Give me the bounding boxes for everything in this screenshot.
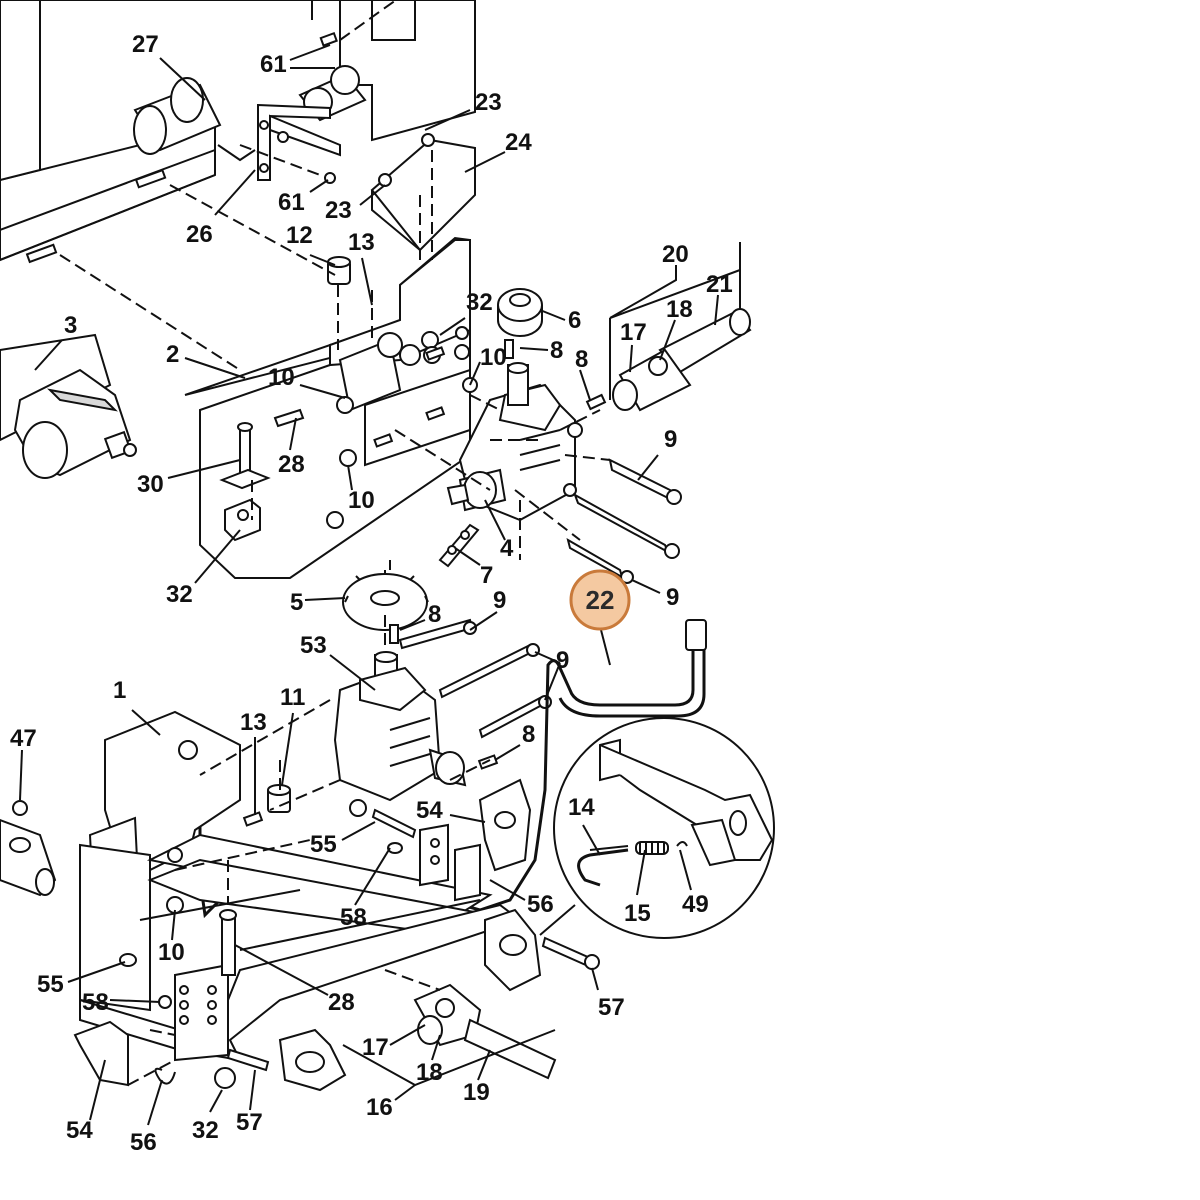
label-4: 4 <box>500 535 514 562</box>
label-54-lower: 54 <box>66 1117 93 1144</box>
gearbox-53 <box>333 618 552 802</box>
label-10-a: 10 <box>268 364 295 391</box>
sprocket-6 <box>497 288 543 359</box>
label-6: 6 <box>568 307 581 334</box>
leader-lines <box>19 44 719 1126</box>
label-47: 47 <box>10 725 37 752</box>
label-18-lower: 18 <box>416 1059 443 1086</box>
label-21: 21 <box>706 271 733 298</box>
label-11: 11 <box>280 684 305 711</box>
label-10-b: 10 <box>480 344 507 371</box>
label-19: 19 <box>463 1079 490 1106</box>
chain-7 <box>438 523 480 568</box>
label-56-lower: 56 <box>130 1129 157 1156</box>
label-8-c: 8 <box>428 601 441 628</box>
pin-55 <box>349 799 417 839</box>
bolt-57 <box>541 936 600 970</box>
label-8-b: 8 <box>575 346 588 373</box>
label-53: 53 <box>300 632 327 659</box>
highlight-callout-22[interactable]: 22 <box>569 569 631 631</box>
mount-bracket-2 <box>184 236 471 579</box>
driveline-20 <box>585 242 752 412</box>
u-joint-top <box>257 31 367 184</box>
callout-labels: 27 61 61 23 23 24 26 12 13 20 21 18 17 3… <box>10 31 733 1156</box>
label-23-lower: 23 <box>325 197 352 224</box>
label-17-lower: 17 <box>362 1034 389 1061</box>
label-9-b: 9 <box>666 584 679 611</box>
label-16: 16 <box>366 1094 393 1121</box>
label-30: 30 <box>137 471 164 498</box>
label-61-lower: 61 <box>278 189 305 216</box>
label-10-c: 10 <box>348 487 375 514</box>
inset-detail <box>553 717 775 939</box>
bracket-54-lower <box>73 1020 270 1089</box>
label-61-top: 61 <box>260 51 287 78</box>
label-49: 49 <box>682 891 709 918</box>
highlight-label-22[interactable]: 22 <box>586 585 615 615</box>
label-13-top: 13 <box>348 229 375 256</box>
label-28-top: 28 <box>278 451 305 478</box>
label-15: 15 <box>624 900 651 927</box>
label-55-lower: 55 <box>37 971 64 998</box>
label-20: 20 <box>662 241 689 268</box>
actuator-3 <box>0 333 137 479</box>
label-56-right: 56 <box>527 891 554 918</box>
label-32-top: 32 <box>466 289 493 316</box>
top-frame <box>0 0 476 264</box>
shield-24 <box>370 133 476 252</box>
label-54-upper: 54 <box>416 797 443 824</box>
label-32-lower: 32 <box>192 1117 219 1144</box>
label-57-right: 57 <box>598 994 625 1021</box>
label-7: 7 <box>480 562 493 589</box>
label-18-top: 18 <box>666 296 693 323</box>
label-9-d: 9 <box>556 647 569 674</box>
gearbox-4 <box>446 362 583 522</box>
alignment-lines <box>59 0 611 1086</box>
small-hardware <box>219 256 478 542</box>
label-5: 5 <box>290 589 303 616</box>
label-32-mid: 32 <box>166 581 193 608</box>
label-3: 3 <box>64 312 77 339</box>
label-17-top: 17 <box>620 319 647 346</box>
label-13-lower: 13 <box>240 709 267 736</box>
label-28-lower: 28 <box>328 989 355 1016</box>
fitting-47 <box>0 800 57 897</box>
label-8-a: 8 <box>550 337 563 364</box>
label-12: 12 <box>286 222 313 249</box>
label-8-d: 8 <box>522 721 535 748</box>
label-58-lower: 58 <box>82 989 109 1016</box>
label-58-upper: 58 <box>340 904 367 931</box>
label-9-c: 9 <box>493 587 506 614</box>
bolts-9-upper <box>566 458 682 584</box>
sprocket-5 <box>342 570 429 644</box>
label-23-top: 23 <box>475 89 502 116</box>
label-9-a: 9 <box>664 426 677 453</box>
label-55-upper: 55 <box>310 831 337 858</box>
label-10-d: 10 <box>158 939 185 966</box>
label-57-lower: 57 <box>236 1109 263 1136</box>
label-2: 2 <box>166 341 179 368</box>
label-24: 24 <box>505 129 532 156</box>
cap-11 <box>242 784 291 827</box>
label-26: 26 <box>186 221 213 248</box>
highlight-circle[interactable] <box>569 569 631 631</box>
label-27: 27 <box>132 31 159 58</box>
label-14: 14 <box>568 794 595 821</box>
tube-22 <box>198 619 707 919</box>
label-1: 1 <box>113 677 126 704</box>
